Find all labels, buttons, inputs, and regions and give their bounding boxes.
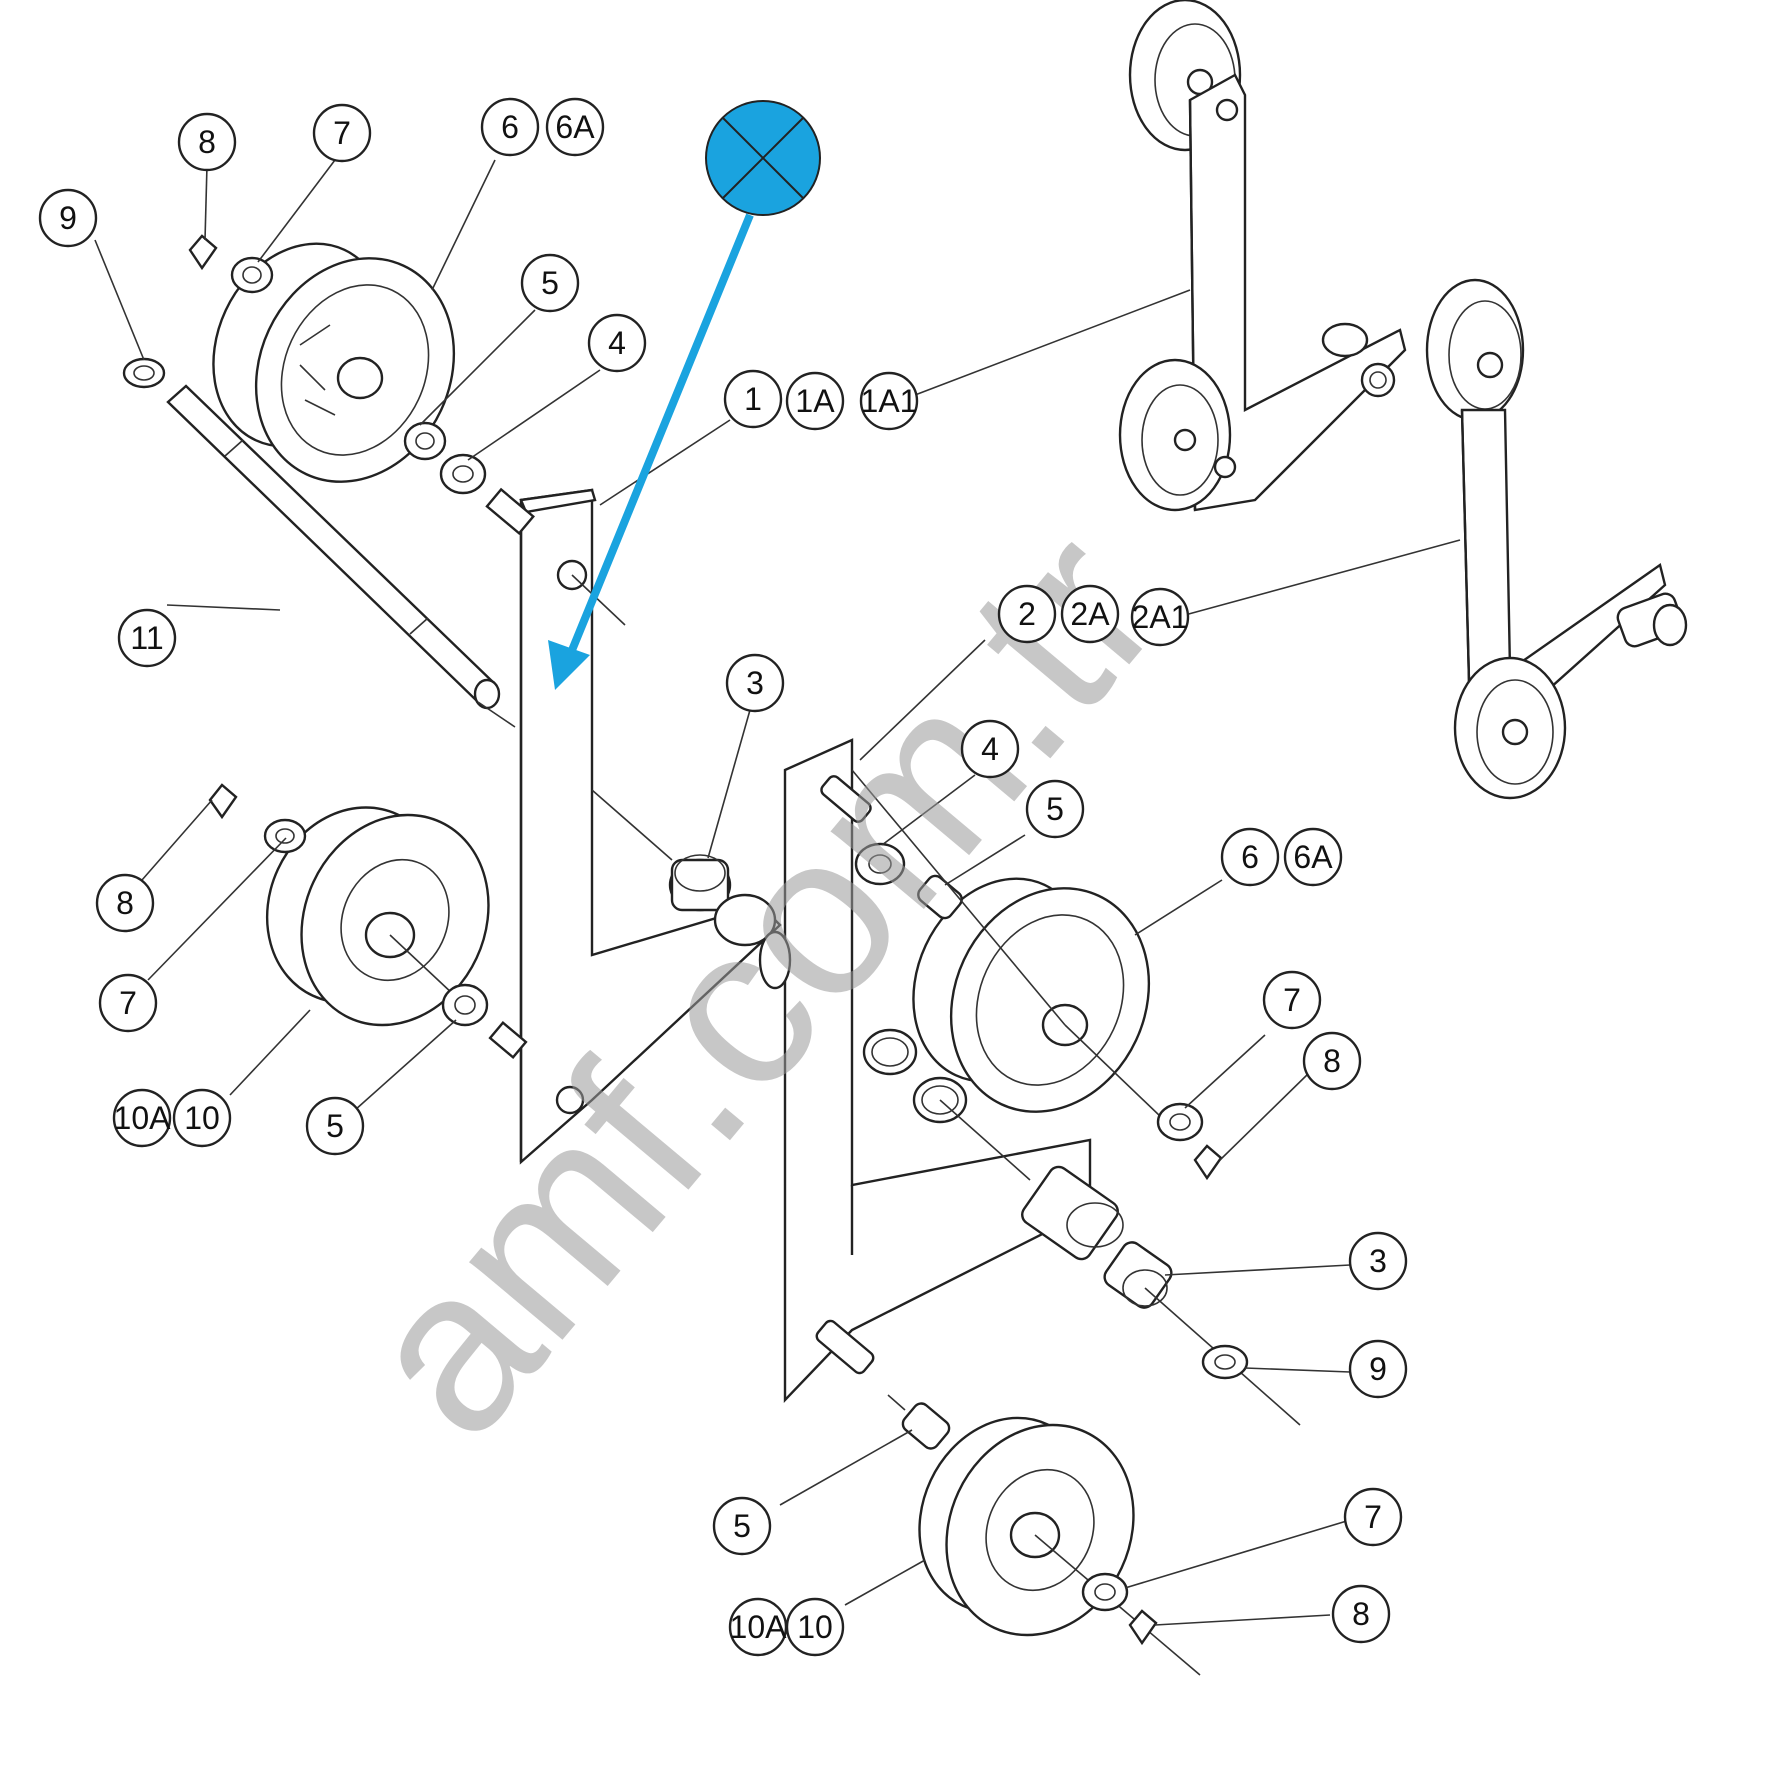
callout-4-mid: 4 bbox=[960, 719, 1020, 779]
callout-6A-mid: 6A bbox=[1283, 827, 1343, 887]
svg-text:10: 10 bbox=[184, 1100, 220, 1136]
svg-text:1: 1 bbox=[744, 381, 762, 417]
svg-text:8: 8 bbox=[198, 124, 216, 160]
spacer-part-3-right bbox=[862, 1028, 1301, 1426]
callout-3-right: 3 bbox=[1348, 1231, 1408, 1291]
svg-text:9: 9 bbox=[1369, 1351, 1387, 1387]
callout-6-top: 6 bbox=[480, 97, 540, 157]
callout-7-top: 7 bbox=[312, 103, 372, 163]
callout-5-bot: 5 bbox=[712, 1496, 772, 1556]
svg-text:4: 4 bbox=[608, 325, 626, 361]
callout-2: 2 bbox=[997, 584, 1057, 644]
callout-10A-bot: 10A bbox=[728, 1597, 788, 1657]
svg-text:7: 7 bbox=[333, 115, 351, 151]
pulley-part-6-mid bbox=[820, 769, 1223, 1181]
callout-5-top: 5 bbox=[520, 253, 580, 313]
assembly-1A1 bbox=[1118, 0, 1407, 512]
highlight-marker bbox=[548, 100, 821, 690]
callout-8-left: 8 bbox=[95, 873, 155, 933]
spacer-part-3-mid bbox=[591, 789, 792, 990]
callout-3-mid: 3 bbox=[725, 653, 785, 713]
callout-7-left: 7 bbox=[98, 973, 158, 1033]
callout-11: 11 bbox=[117, 608, 177, 668]
callouts: 9 8 7 6 6A 5 4 1 1A 1A1 11 3 2 2A 2A1 4 … bbox=[38, 97, 1408, 1657]
pulley-part-10-bottom bbox=[815, 1319, 1201, 1676]
hardware-upper-left bbox=[122, 234, 535, 536]
svg-text:1A1: 1A1 bbox=[861, 383, 918, 419]
svg-text:1A: 1A bbox=[795, 383, 835, 419]
callout-5-left: 5 bbox=[305, 1096, 365, 1156]
svg-text:10A: 10A bbox=[114, 1100, 172, 1136]
svg-text:6A: 6A bbox=[1293, 839, 1333, 875]
callout-5-mid: 5 bbox=[1025, 779, 1085, 839]
svg-text:2A1: 2A1 bbox=[1132, 599, 1189, 635]
svg-text:7: 7 bbox=[1283, 982, 1301, 1018]
assembly-2A1 bbox=[1425, 278, 1688, 800]
svg-text:5: 5 bbox=[1046, 791, 1064, 827]
svg-text:6: 6 bbox=[501, 109, 519, 145]
shaft-part-11 bbox=[166, 384, 516, 728]
svg-text:8: 8 bbox=[1323, 1043, 1341, 1079]
callout-1A: 1A bbox=[785, 371, 845, 431]
svg-text:11: 11 bbox=[130, 620, 163, 656]
callout-9-top: 9 bbox=[38, 188, 98, 248]
svg-text:8: 8 bbox=[116, 885, 134, 921]
callout-10-bot: 10 bbox=[785, 1597, 845, 1657]
callout-9-right: 9 bbox=[1348, 1339, 1408, 1399]
svg-text:6: 6 bbox=[1241, 839, 1259, 875]
callout-10-left: 10 bbox=[172, 1088, 232, 1148]
svg-text:10: 10 bbox=[797, 1609, 833, 1645]
svg-text:4: 4 bbox=[981, 731, 999, 767]
svg-text:5: 5 bbox=[733, 1508, 751, 1544]
callout-2A: 2A bbox=[1060, 584, 1120, 644]
callout-7-bot: 7 bbox=[1343, 1487, 1403, 1547]
callout-6-mid: 6 bbox=[1220, 827, 1280, 887]
callout-8-right: 8 bbox=[1302, 1031, 1362, 1091]
callout-4-top: 4 bbox=[587, 313, 647, 373]
leader-lines bbox=[94, 159, 1461, 1626]
callout-1: 1 bbox=[723, 369, 783, 429]
svg-text:7: 7 bbox=[1364, 1499, 1382, 1535]
svg-text:6A: 6A bbox=[555, 109, 595, 145]
pulley-part-10-left bbox=[208, 783, 528, 1059]
callout-10A-left: 10A bbox=[112, 1088, 172, 1148]
svg-text:3: 3 bbox=[1369, 1243, 1387, 1279]
callout-1A1: 1A1 bbox=[859, 371, 919, 431]
pulley-part-6-top bbox=[212, 242, 456, 483]
svg-text:2: 2 bbox=[1018, 596, 1036, 632]
callout-7-right: 7 bbox=[1262, 970, 1322, 1030]
svg-text:9: 9 bbox=[59, 200, 77, 236]
callout-8-bot: 8 bbox=[1331, 1584, 1391, 1644]
callout-8-top: 8 bbox=[177, 112, 237, 172]
svg-text:7: 7 bbox=[119, 985, 137, 1021]
svg-text:5: 5 bbox=[326, 1108, 344, 1144]
callout-2A1: 2A1 bbox=[1130, 587, 1190, 647]
callout-6A-top: 6A bbox=[545, 97, 605, 157]
svg-text:10A: 10A bbox=[730, 1609, 788, 1645]
svg-text:8: 8 bbox=[1352, 1596, 1370, 1632]
svg-text:5: 5 bbox=[541, 265, 559, 301]
svg-text:2A: 2A bbox=[1070, 596, 1110, 632]
svg-text:3: 3 bbox=[746, 665, 764, 701]
